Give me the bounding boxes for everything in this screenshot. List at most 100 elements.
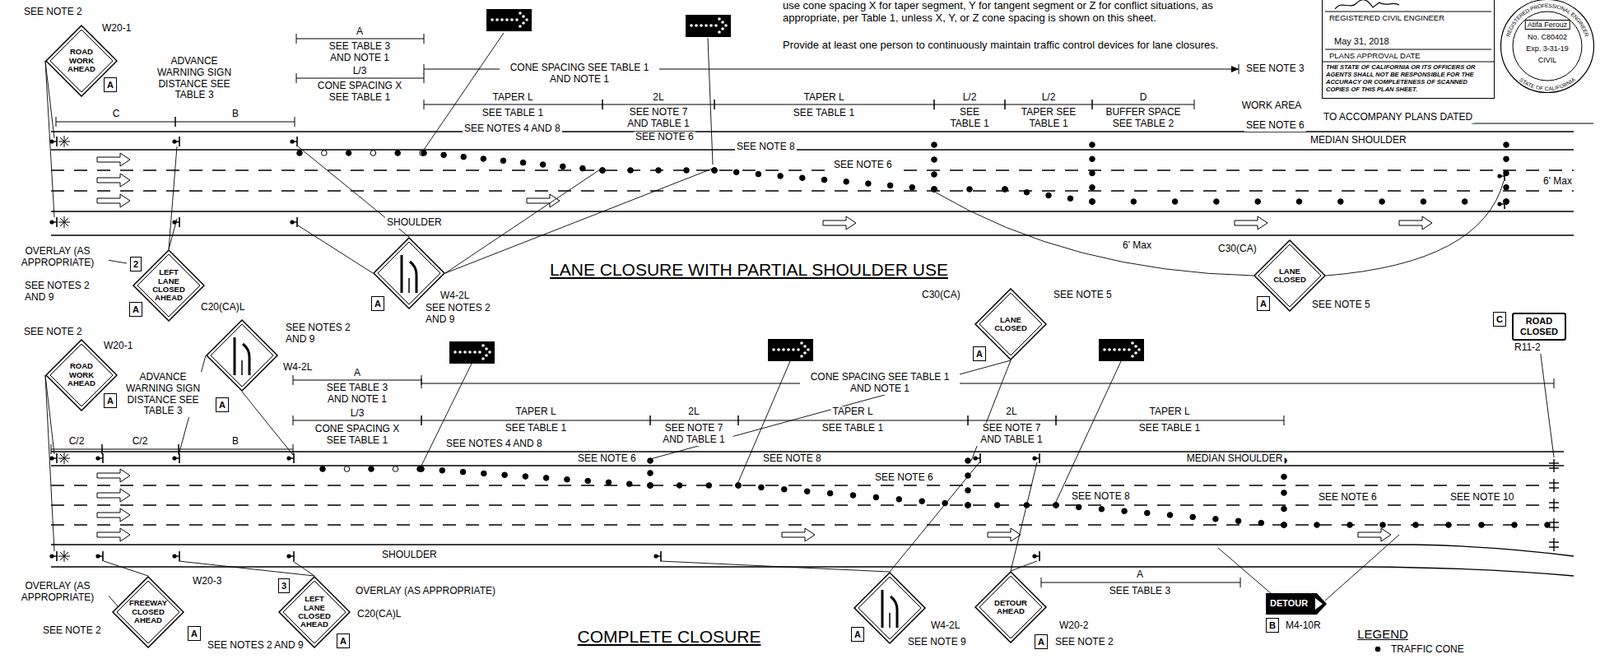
annotation-label: SEE TABLE 3 AND NOTE 1 xyxy=(319,41,401,65)
annotation-label: TAPER SEE TABLE 1 xyxy=(1018,106,1080,131)
traffic-cone xyxy=(942,500,949,507)
leader-line xyxy=(421,363,472,466)
dimension-tick xyxy=(602,99,604,110)
traffic-direction-arrow xyxy=(823,216,856,230)
sign-post xyxy=(51,140,57,142)
traffic-cone xyxy=(655,167,662,174)
sign-legend: DETOUR xyxy=(1269,598,1308,610)
traffic-cone xyxy=(1461,199,1468,205)
annotation-label: SEE NOTE 2 xyxy=(41,625,103,638)
arrow-board-lamp xyxy=(518,11,522,15)
annotation-label: CONE SPACING X SEE TABLE 1 xyxy=(305,423,410,447)
sign-post xyxy=(655,555,661,557)
lane-reduction-sign xyxy=(377,241,441,305)
annotation-label: W20-3 xyxy=(190,576,224,588)
sign-post xyxy=(292,221,298,223)
annotation-label: ADVANCE WARNING SIGN DISTANCE SEE TABLE … xyxy=(121,372,205,418)
sign-post xyxy=(174,457,180,459)
barricade xyxy=(1553,479,1554,493)
arrow-board-lamp xyxy=(720,27,725,31)
barricade xyxy=(1548,546,1559,548)
traffic-direction-arrow xyxy=(97,153,131,167)
traffic-direction-arrow xyxy=(97,528,131,542)
stamp-rule xyxy=(1325,49,1492,51)
dimension-tick xyxy=(423,73,425,84)
annotation-label: 2L xyxy=(686,406,701,419)
traffic-cone xyxy=(1479,522,1485,529)
plan-title: COMPLETE CLOSURE xyxy=(576,627,763,647)
traffic-cone xyxy=(564,476,571,483)
box-letter: A xyxy=(218,399,226,411)
arrow-board-lamp xyxy=(488,350,492,354)
traffic-cone xyxy=(1413,522,1419,529)
traffic-cone xyxy=(733,169,740,176)
legend-text: TRAFFIC CONE xyxy=(1390,643,1465,656)
seal-ring xyxy=(1512,11,1582,81)
traffic-cone xyxy=(843,179,850,186)
legend-row: TRAFFIC CONE xyxy=(1372,643,1465,656)
dimension-line xyxy=(178,449,294,451)
traffic-cone xyxy=(965,458,972,465)
sign-legend: ROAD WORK AHEAD xyxy=(60,47,103,74)
arrow-board-lamp xyxy=(1107,348,1112,352)
diamond-outline xyxy=(975,572,1047,643)
annotation-label: use cone spacing X for taper segment, Y … xyxy=(781,0,1258,25)
traffic-cone xyxy=(418,466,425,473)
arrow-board-lamp xyxy=(724,23,728,28)
barricade xyxy=(1548,482,1559,484)
traffic-cone xyxy=(931,186,938,193)
lane-reduction-sign xyxy=(854,572,926,644)
dimension-line xyxy=(296,38,424,40)
sign-post xyxy=(174,221,180,223)
traffic-cone xyxy=(460,153,467,160)
traffic-cone xyxy=(1281,522,1288,529)
leader-line xyxy=(45,60,55,139)
arrow-board-lamp xyxy=(694,23,698,28)
traffic-cone xyxy=(460,469,466,475)
arrow-board-lamp xyxy=(800,341,804,345)
dimension-line xyxy=(1055,420,1284,422)
dimension-line xyxy=(421,420,651,422)
leader-line xyxy=(660,561,890,573)
annotation-label: OVERLAY (AS APPROPRIATE) xyxy=(6,246,109,270)
dimension-tick xyxy=(1092,99,1094,110)
dimension-tick xyxy=(714,99,716,110)
leader-line xyxy=(106,594,119,608)
annotation-label: C30(CA) xyxy=(1216,243,1259,256)
arrow-board-lamp xyxy=(791,348,796,352)
box-letter: A xyxy=(976,348,983,360)
annotation-label: D xyxy=(1138,92,1149,104)
annotation-label: W4-2L xyxy=(281,362,314,374)
traffic-cone xyxy=(1281,522,1288,529)
annotation-label: 2L xyxy=(1004,406,1019,419)
annotation-label: SEE NOTE 8 xyxy=(734,141,797,154)
dimension-tick xyxy=(934,99,935,110)
traffic-cone xyxy=(994,502,1000,509)
traffic-cone xyxy=(1067,195,1074,202)
traffic-cone xyxy=(735,483,742,489)
arrow-board-lamp xyxy=(699,23,703,28)
sign-post xyxy=(178,551,181,562)
sign-post xyxy=(288,457,294,459)
traffic-direction-arrow xyxy=(781,528,815,542)
leader-line xyxy=(106,260,127,264)
traffic-cone xyxy=(1281,474,1288,480)
sign-legend: ROAD CLOSED xyxy=(1517,316,1561,338)
dimension-tick xyxy=(175,116,177,127)
traffic-cone xyxy=(559,163,566,170)
traffic-cone xyxy=(865,181,872,187)
traffic-cone xyxy=(909,184,916,191)
dimension-tick xyxy=(1004,99,1006,110)
lane-reduction-symbol xyxy=(241,360,243,376)
box-letter: C xyxy=(1496,313,1503,326)
annotation-label: SEE NOTE 2 xyxy=(1053,637,1116,649)
arrow-board-lamp xyxy=(453,350,457,354)
leader-line xyxy=(168,146,177,250)
barricade xyxy=(1548,506,1559,508)
traffic-cone xyxy=(1347,522,1354,529)
arrow-board-lamp xyxy=(1130,341,1135,345)
sign-post xyxy=(174,555,180,557)
annotation-label: A xyxy=(1134,569,1145,582)
diamond-outline xyxy=(137,254,200,317)
annotation-label: CONE SPACING SEE TABLE 1 AND NOTE 1 xyxy=(499,62,660,86)
